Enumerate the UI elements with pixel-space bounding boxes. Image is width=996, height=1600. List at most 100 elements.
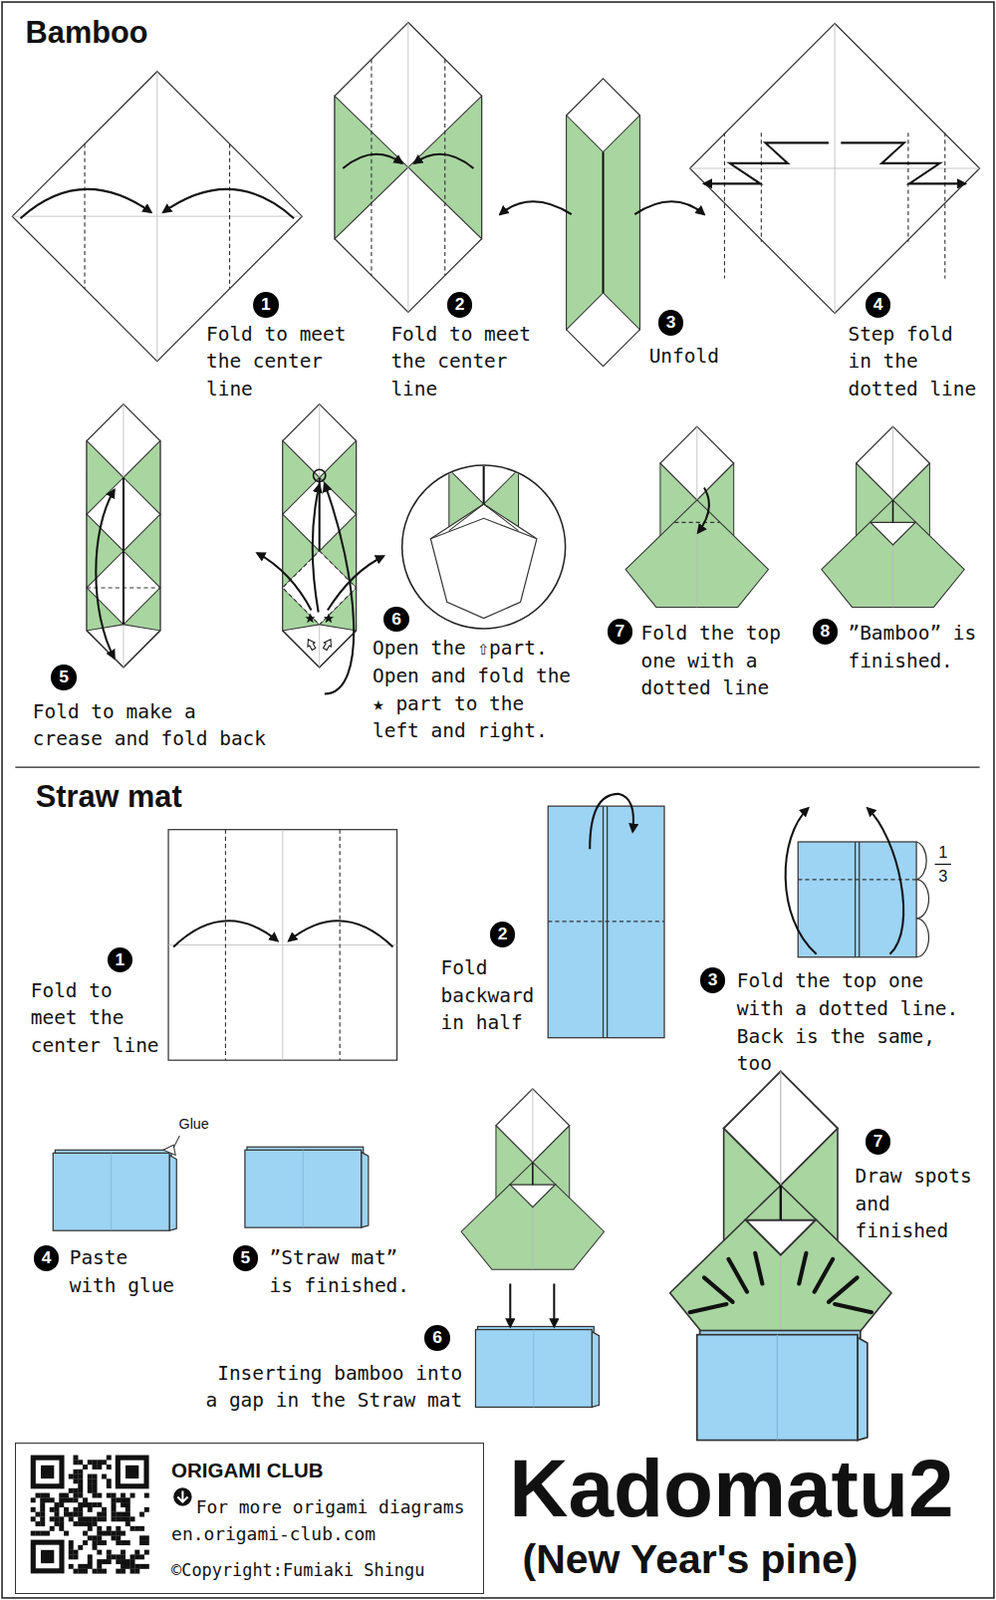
page-frame-part bbox=[14, 766, 980, 768]
qr-code-part-part bbox=[139, 1539, 145, 1545]
step-instruction: Fold to meet the center line bbox=[390, 320, 544, 404]
qr-code-part-part bbox=[92, 1459, 98, 1465]
qr-code-part-part bbox=[106, 1483, 112, 1489]
zoom-detail-part-part bbox=[430, 503, 537, 619]
section-heading: Bamboo bbox=[25, 15, 231, 50]
qr-code-part-part bbox=[77, 1544, 83, 1550]
qr-code-part-part bbox=[34, 1520, 40, 1526]
qr-finder-part bbox=[35, 1544, 60, 1569]
bamboo-step-5-part bbox=[86, 586, 161, 588]
qr-code-part-part bbox=[63, 1530, 69, 1536]
qr-code-part-part bbox=[77, 1511, 83, 1517]
qr-code-part-part bbox=[58, 1496, 64, 1502]
qr-code-part-part bbox=[139, 1511, 145, 1517]
qr-code-part-part bbox=[68, 1553, 74, 1559]
bamboo-step-4-part bbox=[840, 142, 966, 184]
qr-code-part-part bbox=[92, 1464, 98, 1470]
footer-text: ORIGAMI CLUB bbox=[171, 1455, 484, 1487]
qr-code-part-part bbox=[130, 1563, 136, 1569]
straw-step-2-part bbox=[547, 805, 665, 1038]
bamboo-spots-part bbox=[814, 1258, 833, 1292]
qr-code-part-part bbox=[125, 1511, 131, 1517]
straw-step-1 bbox=[168, 829, 398, 1060]
qr-code-part-part bbox=[77, 1563, 83, 1569]
bamboo-step-7 bbox=[625, 426, 768, 607]
qr-code-part-part bbox=[73, 1506, 79, 1512]
step-instruction: Fold to meet the center line bbox=[206, 320, 360, 404]
qr-code-part-part bbox=[87, 1501, 93, 1507]
qr-code-part-part bbox=[73, 1549, 79, 1555]
bamboo-step-1-part bbox=[11, 216, 302, 218]
callout-number: 3 bbox=[658, 309, 685, 336]
qr-code-part-part bbox=[101, 1459, 107, 1465]
qr-code-part-part bbox=[134, 1525, 140, 1531]
bamboo-step-5-part bbox=[86, 404, 161, 668]
straw-step-5 bbox=[245, 1146, 369, 1228]
straw-step-1-part bbox=[168, 829, 398, 1060]
callout-number: 4 bbox=[33, 1245, 60, 1271]
bamboo-step-5 bbox=[86, 404, 161, 668]
qr-code-part-part bbox=[111, 1534, 117, 1540]
qr-code-part-part bbox=[130, 1493, 136, 1498]
qr-code-part-part bbox=[96, 1525, 102, 1531]
qr-code-part-part bbox=[106, 1558, 112, 1564]
bamboo-step-4-part bbox=[760, 132, 762, 243]
straw-step-1-part bbox=[168, 944, 398, 946]
bamboo-spots-part bbox=[798, 1252, 806, 1284]
zoom-detail-part-part bbox=[483, 465, 486, 504]
bamboo-step-8 bbox=[821, 426, 965, 607]
qr-code-part-part bbox=[111, 1553, 117, 1559]
straw-step-4 bbox=[52, 1135, 180, 1231]
bamboo-step-8-part bbox=[870, 499, 916, 545]
qr-code-part-part bbox=[87, 1525, 93, 1531]
qr-code-part-part bbox=[106, 1530, 112, 1536]
qr-code-part-part bbox=[68, 1539, 74, 1545]
qr-code-part-part bbox=[96, 1501, 102, 1507]
qr-code-part-part bbox=[130, 1558, 136, 1564]
qr-code-part-part bbox=[77, 1568, 83, 1574]
bamboo-step-1-part bbox=[19, 189, 151, 219]
qr-code-part-part bbox=[82, 1464, 88, 1470]
qr-code-part-part bbox=[87, 1483, 93, 1489]
qr-code-part-part bbox=[130, 1568, 136, 1574]
bamboo-spots-part bbox=[690, 1303, 728, 1312]
qr-code-part-part bbox=[39, 1493, 45, 1498]
qr-code-part-part bbox=[68, 1544, 74, 1550]
qr-code-part-part bbox=[134, 1568, 140, 1574]
bamboo-step-1-part bbox=[163, 189, 294, 219]
bamboo-step-2-part bbox=[444, 58, 446, 275]
qr-code-part-part bbox=[106, 1455, 112, 1461]
bamboo-step-4-part bbox=[690, 167, 981, 169]
bamboo-step-7-part bbox=[674, 521, 720, 523]
straw-step-3 bbox=[785, 807, 952, 958]
qr-code-part-part bbox=[73, 1520, 79, 1526]
qr-code-part-part bbox=[101, 1530, 107, 1536]
qr-code-part-part bbox=[115, 1539, 121, 1545]
qr-finder-part bbox=[120, 1460, 145, 1485]
qr-code-part-part bbox=[73, 1459, 79, 1465]
qr-code-part-part bbox=[106, 1478, 112, 1484]
step-instruction: Inserting bamboo into a gap in the Straw… bbox=[202, 1359, 463, 1415]
qr-code-part-part bbox=[101, 1568, 107, 1574]
bamboo-spots-part bbox=[729, 1258, 747, 1292]
diagram-title: Kadomatu2 bbox=[508, 1447, 954, 1529]
callout-number: 3 bbox=[700, 967, 727, 994]
straw-step-6-part bbox=[508, 1282, 511, 1326]
straw-step-6 bbox=[461, 1088, 604, 1408]
finished-kadomatsu bbox=[670, 1070, 892, 1440]
qr-code-part-part bbox=[101, 1558, 107, 1564]
download-icon bbox=[173, 1487, 192, 1505]
qr-code-part-part bbox=[125, 1496, 131, 1502]
straw-step-4-part bbox=[52, 1149, 177, 1231]
qr-code-part-part bbox=[120, 1501, 126, 1507]
step-instruction: Step fold in the dotted line bbox=[847, 320, 986, 404]
qr-code-part-part bbox=[139, 1553, 145, 1559]
qr-finder bbox=[30, 1455, 150, 1574]
qr-finder-part bbox=[30, 1539, 65, 1574]
straw-step-6-part bbox=[475, 1326, 599, 1408]
bamboo-step-2 bbox=[334, 22, 483, 313]
qr-code-part-part bbox=[115, 1558, 121, 1564]
qr-code-part-part bbox=[101, 1539, 107, 1545]
qr-code-part-part bbox=[77, 1506, 83, 1512]
qr-code-part-part bbox=[144, 1534, 150, 1540]
